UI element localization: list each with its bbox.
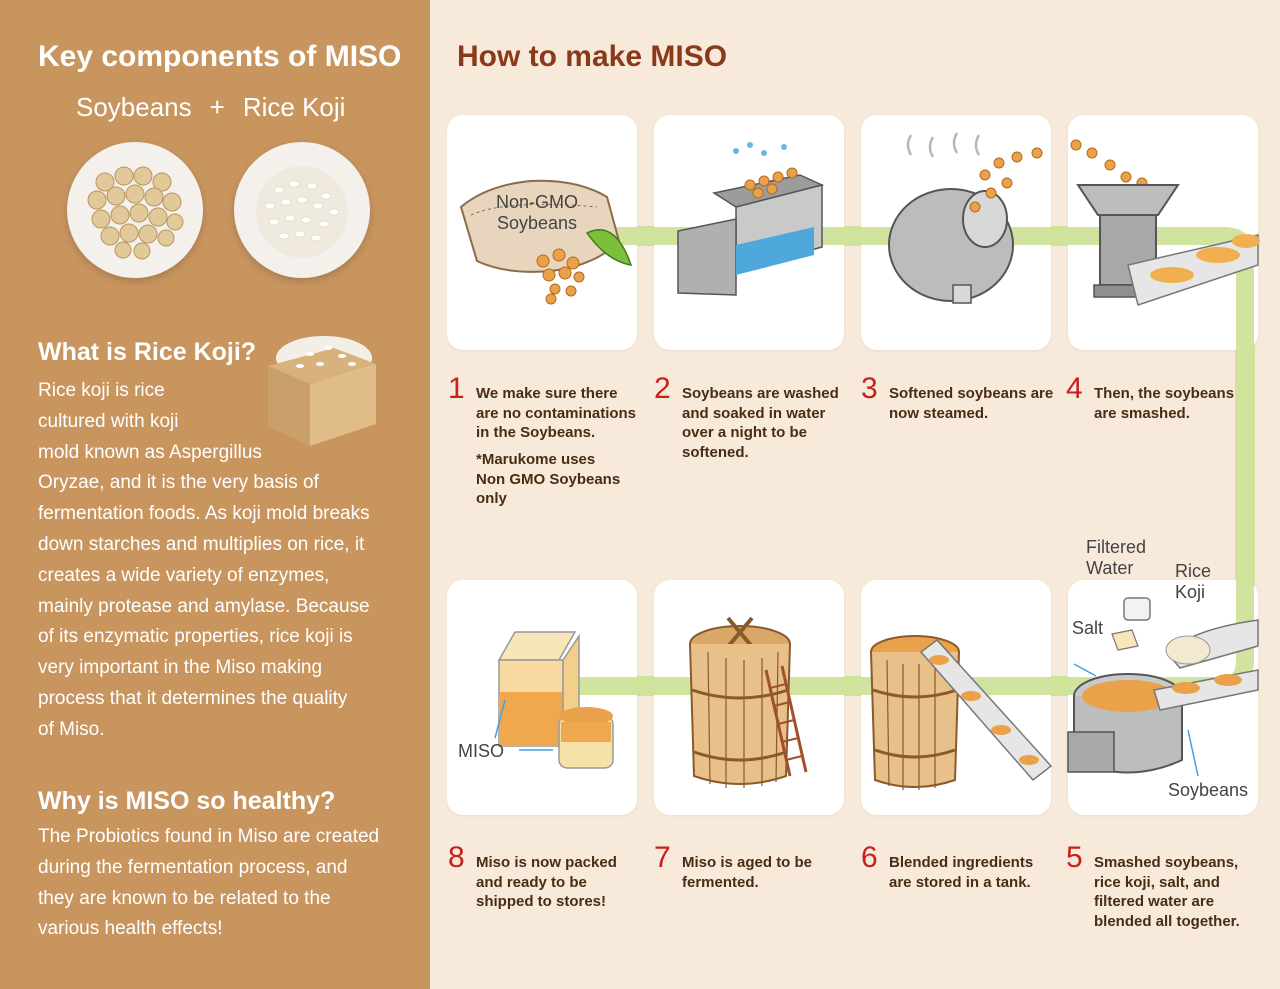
- ingredient-soybeans: Soybeans: [76, 92, 192, 122]
- step-text: We make sure there are no contaminations…: [476, 384, 646, 443]
- step-text-line: are stored in a tank.: [889, 873, 1031, 891]
- soybeans-bowl-image: [67, 142, 203, 278]
- koji-line: Rice koji is rice: [38, 380, 165, 401]
- filtered-water-label-line: Filtered: [1086, 537, 1147, 557]
- step-note-line: Non GMO Soybeans only: [476, 470, 621, 508]
- step-text-line: We make sure there: [476, 385, 618, 402]
- koji-box-image: [268, 336, 376, 446]
- health-line: they are known to be related to the: [38, 887, 331, 909]
- koji-line: down starches and multiplies on rice, it: [38, 533, 365, 555]
- step-text-line: Softened soybeans are: [889, 385, 1054, 402]
- grinder-illustration: [1070, 139, 1260, 306]
- blender-illustration: [1067, 597, 1259, 777]
- step-number: 1: [448, 372, 465, 405]
- health-line: The Probiotics found in Miso are created: [38, 826, 380, 847]
- plus-sign: +: [209, 92, 225, 122]
- step-text: Softened soybeans are now steamed.: [889, 384, 1059, 423]
- step-number: 7: [654, 841, 671, 874]
- step-number: 8: [448, 841, 465, 874]
- step-text-line: over a night to be: [682, 424, 808, 441]
- left-panel: Key components of MISO Soybeans + Rice Koj…: [0, 0, 430, 989]
- step-text-line: Miso is now packed: [476, 854, 617, 871]
- step-text-line: Miso is aged to be: [682, 854, 813, 871]
- sack-label: Non-GMO Soybeans: [494, 192, 580, 234]
- aging-barrel-illustration: [689, 616, 808, 788]
- health-line: various health effects!: [38, 918, 223, 940]
- sack-label-line: Non-GMO: [495, 192, 578, 212]
- step-text: Miso is now packed and ready to be shipp…: [476, 853, 646, 912]
- step-text-line: Then, the soybeans: [1094, 385, 1235, 402]
- step-number: 4: [1066, 372, 1083, 405]
- soybeans-label: Soybeans: [1168, 780, 1249, 800]
- step-text-line: Blended ingredients: [889, 854, 1034, 871]
- step-text: Miso is aged to be fermented.: [682, 853, 852, 892]
- step-text-line: and soaked in water: [682, 404, 826, 422]
- step-text-line: Smashed soybeans,: [1094, 854, 1239, 871]
- step-number: 3: [861, 372, 878, 405]
- step-text: Smashed soybeans, rice koji, salt, and f…: [1094, 853, 1264, 931]
- koji-description: Rice koji is rice cultured with koji mol…: [38, 376, 408, 746]
- step-text-line: are no contaminations: [476, 404, 637, 422]
- koji-line: cultured with koji: [38, 410, 179, 432]
- blending-tank-illustration: [870, 635, 1053, 790]
- step-text-line: blended all together.: [1094, 912, 1240, 930]
- miso-label: MISO: [458, 741, 505, 761]
- step-text-line: in the Soybeans.: [476, 424, 596, 441]
- sack-label-line: Soybeans: [496, 213, 578, 233]
- rice-koji-label-line: Koji: [1175, 582, 1206, 602]
- step-text-line: softened.: [682, 443, 749, 461]
- rice-koji-label-line: Rice: [1175, 561, 1212, 581]
- step-text: Soybeans are washed and soaked in water …: [682, 384, 852, 462]
- right-title: How to make MISO: [457, 40, 728, 73]
- step-text: Blended ingredients are stored in a tank…: [889, 853, 1059, 892]
- koji-line: creates a wide variety of enzymes,: [38, 564, 330, 586]
- step-text-line: Soybeans are washed: [682, 385, 839, 402]
- koji-line: mold known as Aspergillus: [38, 441, 262, 463]
- step-number: 5: [1066, 841, 1083, 874]
- left-title: Key components of MISO: [38, 40, 402, 73]
- step-text-line: filtered water are: [1094, 893, 1215, 910]
- filtered-water-label: Filtered Water: [1086, 537, 1146, 579]
- step-number: 2: [654, 372, 671, 405]
- koji-line: of its enzymatic properties, rice koji i…: [38, 626, 353, 648]
- step-text: Then, the soybeans are smashed.: [1094, 384, 1264, 423]
- ingredients-line: Soybeans + Rice Koji: [76, 92, 345, 123]
- step-text-line: are smashed.: [1094, 404, 1190, 422]
- rice-koji-illustration: [256, 166, 348, 258]
- soybean-sack-illustration: [459, 179, 633, 305]
- health-line: during the fermentation process, and: [38, 856, 348, 878]
- koji-line: fermentation foods. As koji mold breaks: [38, 503, 370, 525]
- step-number: 6: [861, 841, 878, 874]
- koji-heading: What is Rice Koji?: [38, 338, 257, 366]
- filtered-water-label-line: Water: [1086, 558, 1134, 578]
- koji-line: Oryzae, and it is the very basis of: [38, 472, 319, 494]
- miso-package-illustration: [494, 631, 614, 769]
- step-text-line: and ready to be: [476, 873, 587, 891]
- steamer-illustration: [888, 132, 1043, 304]
- koji-line: process that it determines the quality: [38, 687, 348, 709]
- step-note-line: *Marukome uses: [476, 451, 596, 468]
- rice-koji-label: Rice Koji: [1175, 561, 1211, 603]
- koji-line: of Miso.: [38, 718, 105, 740]
- koji-line: mainly protease and amylase. Because: [38, 595, 370, 617]
- salt-label: Salt: [1072, 618, 1104, 638]
- step-text-line: shipped to stores!: [476, 893, 607, 910]
- washing-machine-illustration: [677, 142, 825, 296]
- step-text-line: fermented.: [682, 873, 759, 891]
- rice-koji-bowl-image: [234, 142, 370, 278]
- step-note: *Marukome uses Non GMO Soybeans only: [476, 450, 646, 509]
- step-text-line: now steamed.: [889, 404, 989, 422]
- koji-line: very important in the Miso making: [38, 657, 323, 679]
- health-description: The Probiotics found in Miso are created…: [38, 822, 408, 945]
- health-heading: Why is MISO so healthy?: [38, 787, 336, 815]
- ingredient-rice-koji: Rice Koji: [242, 92, 346, 122]
- soybeans-illustration: [87, 166, 184, 260]
- step-text-line: rice koji, salt, and: [1094, 873, 1220, 891]
